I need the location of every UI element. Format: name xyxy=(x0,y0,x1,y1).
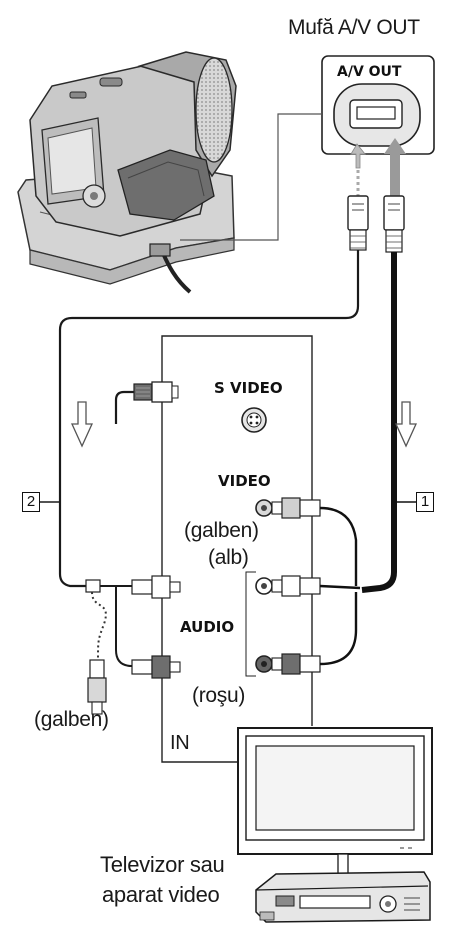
camcorder-on-dock xyxy=(17,51,237,294)
tv-label-line2: aparat video xyxy=(102,882,220,907)
cable-1-branches xyxy=(319,506,361,666)
yellow-right-label: (galben) xyxy=(184,519,259,542)
av-out-jack-box xyxy=(321,55,435,155)
input-label: IN xyxy=(170,732,190,754)
white-label: (alb) xyxy=(208,546,249,569)
video-label: VIDEO xyxy=(218,472,271,490)
tv-label-line1: Televizor sau xyxy=(100,852,225,877)
av-out-port-label: A/V OUT xyxy=(337,64,402,80)
s-video-label: S VIDEO xyxy=(214,379,283,397)
cable-2-branches xyxy=(98,585,133,667)
cable-2-splitter xyxy=(85,579,107,661)
rca-jacks xyxy=(245,499,273,677)
cable-1-callout: 1 xyxy=(416,492,434,512)
yellow-left-label: (galben) xyxy=(34,708,109,731)
av-plugs-top xyxy=(347,195,405,253)
jack-leader-line xyxy=(180,113,322,241)
tv-input-panel xyxy=(161,335,313,763)
cable-2 xyxy=(40,250,360,588)
rca-plugs-left xyxy=(131,575,181,679)
av-out-jack-label: Mufă A/V OUT xyxy=(288,16,420,39)
television xyxy=(237,727,433,879)
rca-plugs-right xyxy=(271,497,321,675)
plug-in-arrows xyxy=(350,138,406,196)
direction-arrows xyxy=(70,401,418,448)
s-video-port xyxy=(241,407,267,433)
s-video-plug xyxy=(114,381,179,424)
audio-label: AUDIO xyxy=(180,618,235,636)
video-recorder xyxy=(255,871,431,923)
red-label: (roşu) xyxy=(192,684,246,707)
cable-2-callout: 2 xyxy=(22,492,40,512)
cable-1 xyxy=(361,252,416,593)
unused-yellow-plug xyxy=(87,659,107,715)
